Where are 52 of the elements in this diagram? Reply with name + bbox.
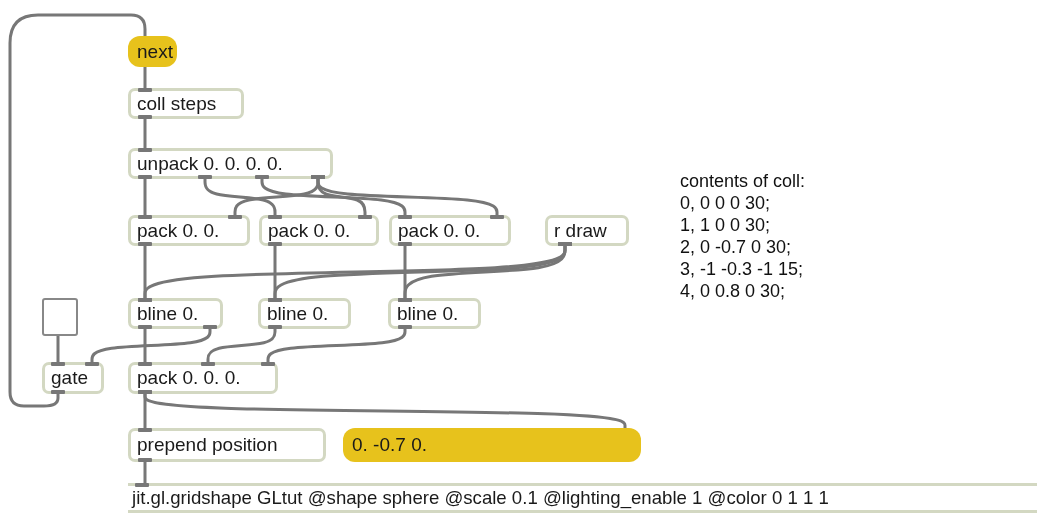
object-text: coll steps	[137, 92, 217, 115]
object-box	[389, 215, 511, 246]
object-box	[128, 362, 278, 394]
comment-text: 3, -1 -0.3 -1 15;	[680, 258, 804, 280]
patch-cord	[90, 327, 212, 364]
patch-cord	[143, 117, 147, 150]
object-box	[258, 298, 351, 329]
object-box	[128, 298, 223, 329]
patch-cord	[143, 177, 147, 217]
object-box	[128, 483, 1037, 513]
patch-cord	[403, 244, 567, 300]
patch-cord	[266, 327, 407, 364]
object-box	[128, 215, 250, 246]
object-box	[128, 88, 244, 119]
patch-cord	[203, 177, 277, 217]
patch-cord	[8, 13, 147, 408]
patch-cord	[143, 392, 627, 430]
comment-text: 1, 1 0 0 30;	[680, 214, 771, 236]
object-box	[388, 298, 481, 329]
object-text: unpack 0. 0. 0. 0.	[137, 152, 283, 175]
object-box	[42, 362, 104, 394]
object-text: bline 0.	[137, 302, 199, 325]
object-text: prepend position	[137, 434, 278, 456]
patch-cord	[143, 327, 147, 364]
object-box	[128, 148, 333, 179]
object-text: pack 0. 0. 0.	[137, 367, 241, 389]
message-box	[128, 36, 177, 67]
comment-text: 4, 0 0.8 0 30;	[680, 280, 786, 302]
comment-text: 2, 0 -0.7 0 30;	[680, 236, 792, 258]
comment-text: contents of coll:	[680, 170, 806, 192]
object-text: bline 0.	[267, 302, 329, 325]
object-text: pack 0. 0.	[137, 219, 220, 242]
object-text: pack 0. 0.	[268, 219, 351, 242]
object-text: jit.gl.gridshape GLtut @shape sphere @scale 0.1 @lighting_enable 1 @color 0 1 1 1	[132, 487, 829, 509]
patch-cord	[143, 65, 147, 90]
object-box	[259, 215, 379, 246]
patch-cord	[260, 177, 407, 217]
object-box	[128, 428, 326, 462]
comment-text: 0, 0 0 0 30;	[680, 192, 771, 214]
object-text: r draw	[554, 219, 607, 242]
message-box	[343, 428, 641, 462]
object-text: 0. -0.7 0.	[352, 434, 427, 456]
patch-cord	[316, 177, 499, 217]
object-text: pack 0. 0.	[398, 219, 481, 242]
toggle-box	[42, 298, 78, 336]
object-text: next	[137, 40, 173, 63]
object-box	[545, 215, 629, 246]
patch-cord	[206, 327, 277, 364]
patch-cord	[56, 334, 60, 364]
object-text: gate	[51, 367, 88, 389]
object-text: bline 0.	[397, 302, 459, 325]
patch-cord	[143, 460, 147, 485]
